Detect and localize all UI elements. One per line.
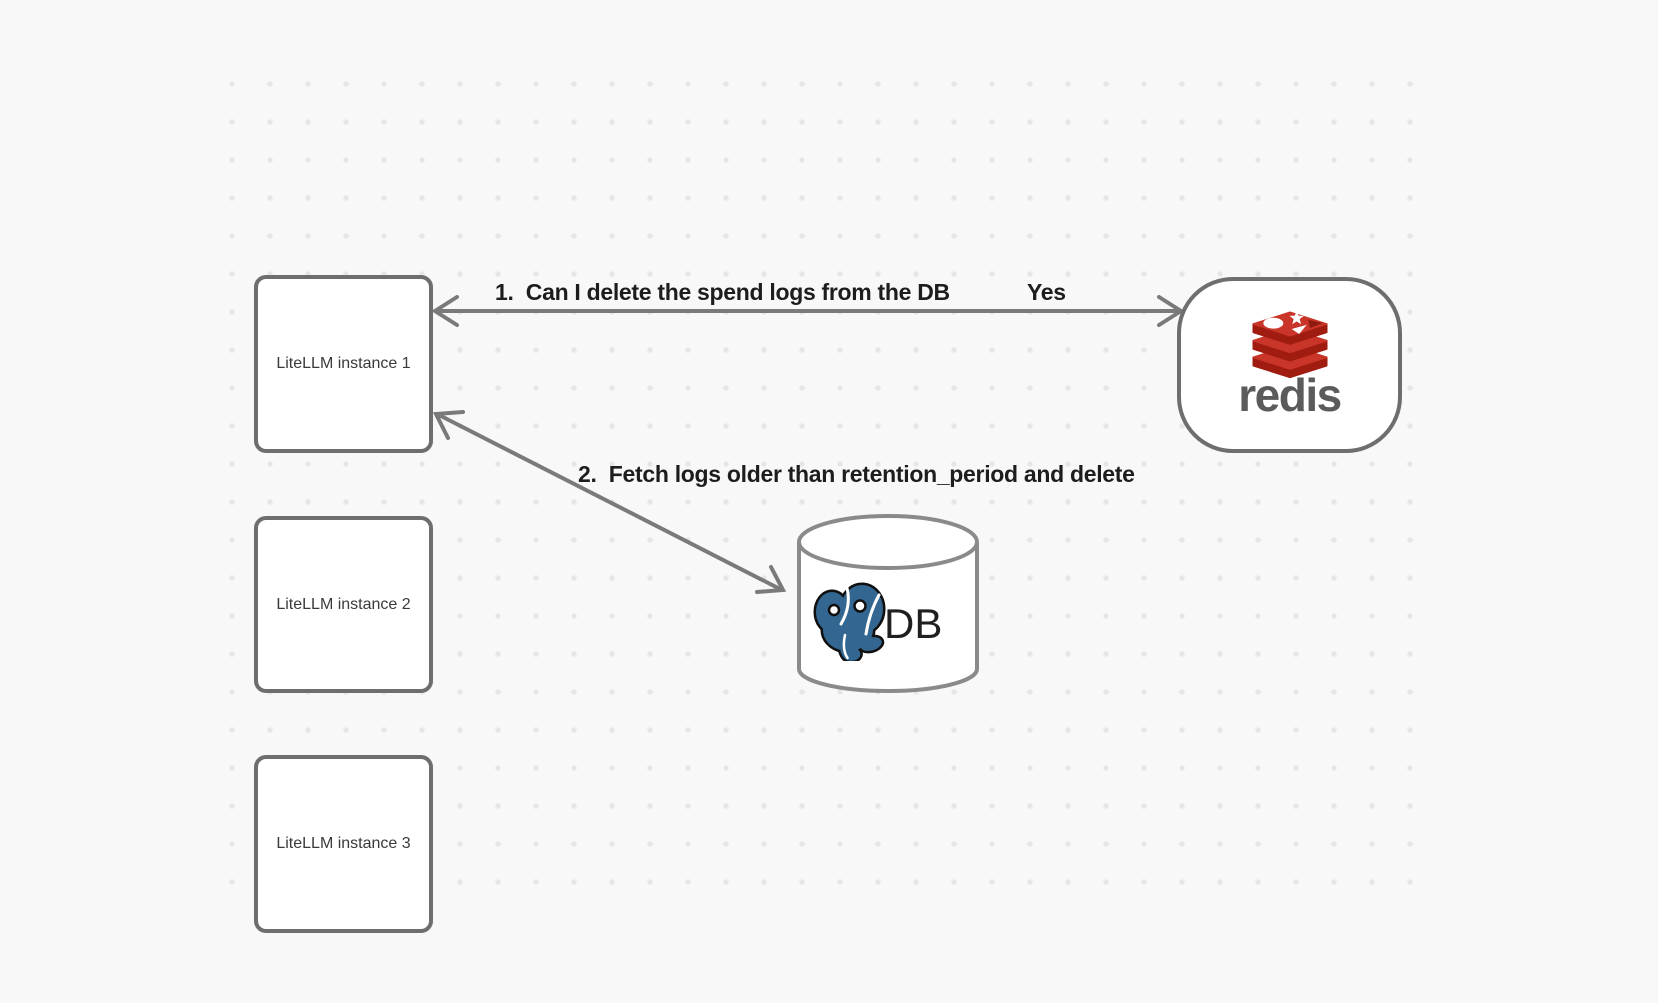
edge1-response-label[interactable]: Yes xyxy=(1027,279,1066,305)
node-litellm-instance-1[interactable]: LiteLLM instance 1 xyxy=(254,275,433,453)
node-label: LiteLLM instance 2 xyxy=(276,595,411,613)
edge1-label[interactable]: 1. Can I delete the spend logs from the … xyxy=(495,279,950,305)
redis-wordmark: redis xyxy=(1238,369,1342,421)
node-label: LiteLLM instance 3 xyxy=(276,835,411,852)
redis-logo-icon xyxy=(1252,310,1327,379)
node-litellm-instance-2[interactable]: LiteLLM instance 2 xyxy=(254,516,433,693)
node-label: LiteLLM instance 1 xyxy=(276,355,411,372)
node-database-cylinder[interactable] xyxy=(795,510,985,700)
database-label: DB xyxy=(884,600,943,647)
postgresql-elephant-icon xyxy=(813,582,886,661)
node-litellm-instance-3[interactable]: LiteLLM instance 3 xyxy=(254,755,433,933)
edge2-label[interactable]: 2. Fetch logs older than retention_perio… xyxy=(578,461,1135,487)
node-redis[interactable]: redis xyxy=(1177,277,1402,453)
